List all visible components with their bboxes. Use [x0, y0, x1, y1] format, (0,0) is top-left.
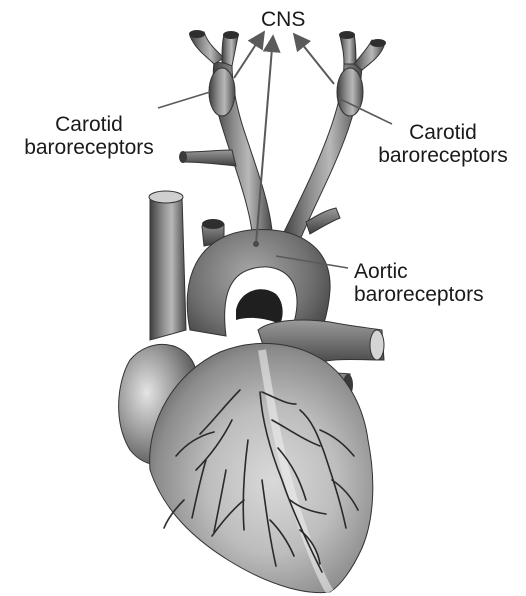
arrow-left-carotid-to-cns [234, 32, 264, 78]
leader-left-carotid [158, 92, 210, 108]
superior-vena-cava [149, 191, 186, 340]
aortic-baroreceptor-dot [253, 241, 259, 247]
arrow-right-carotid-to-cns [294, 34, 334, 84]
carotid-baroreceptors-right-label: Carotid baroreceptors [364, 121, 522, 167]
ventricles [150, 343, 373, 592]
carotid-baroreceptors-left-label: Carotid baroreceptors [9, 113, 169, 159]
left-carotid-artery [179, 30, 272, 232]
aortic-baroreceptors-label: Aortic baroreceptors [354, 260, 484, 306]
cns-label: CNS [261, 8, 305, 31]
